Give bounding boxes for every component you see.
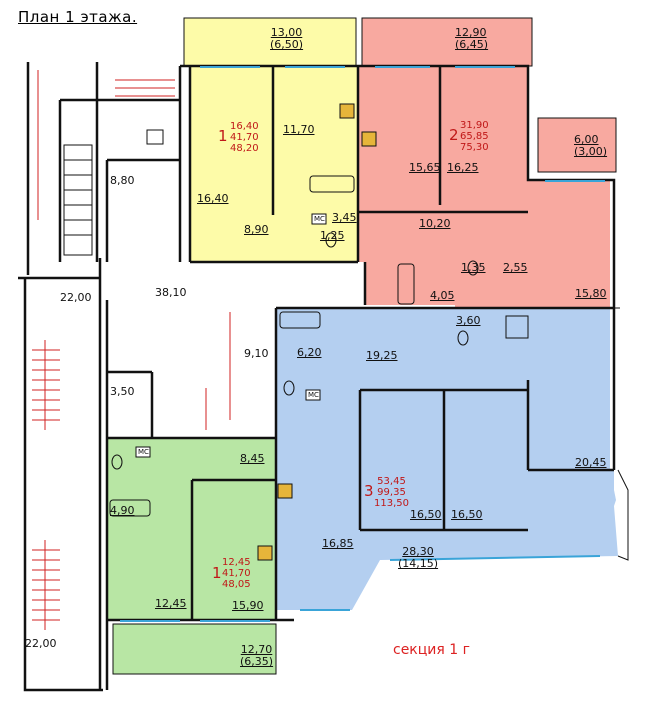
apartment-blue-zone [276, 308, 618, 610]
ventilation-icon [146, 129, 164, 145]
balcony-red-right-zone [537, 117, 617, 173]
area-balcony-red-right: 6,00(3,00) [574, 133, 608, 158]
area-red-room3: 15,80 [575, 287, 607, 300]
area-stair-top: 22,00 [60, 291, 92, 304]
area-red-hall: 10,20 [419, 217, 451, 230]
stair-flights [63, 144, 93, 256]
area-blue-hall: 19,25 [366, 349, 398, 362]
toilet-icon [111, 454, 123, 470]
area-corridor: 38,10 [155, 286, 187, 299]
bathtub-icon [279, 311, 321, 329]
mc-box [135, 446, 151, 458]
area-yellow-room1: 16,40 [197, 192, 229, 205]
area-blue-wc: 3,60 [456, 314, 481, 327]
sink-icon [505, 315, 529, 339]
bathtub-icon [109, 499, 151, 517]
balcony-yellow-zone [183, 17, 357, 67]
stove-icon [361, 131, 377, 147]
area-yellow-kitchen: 8,90 [244, 223, 269, 236]
area-blue-bath: 6,20 [297, 346, 322, 359]
area-room-880: 8,80 [110, 174, 135, 187]
bathtub-icon [309, 175, 355, 193]
stove-icon [257, 545, 273, 561]
page-title: План 1 этажа. [18, 8, 138, 26]
frame [614, 307, 629, 561]
bathtub-icon [397, 263, 415, 305]
area-green-room2: 15,90 [232, 599, 264, 612]
section-label: секция 1 г [393, 642, 470, 658]
area-blue-room2: 16,50 [451, 508, 483, 521]
toilet-icon [467, 260, 479, 276]
area-blue-room1: 16,50 [410, 508, 442, 521]
balcony-green-zone [112, 623, 277, 675]
area-balcony-yellow: 13,00(6,50) [270, 26, 304, 51]
area-yellow-wc: 1,25 [320, 229, 345, 242]
stove-icon [277, 483, 293, 499]
area-red-room2: 16,25 [447, 161, 479, 174]
apartment-red-number: 2 [449, 126, 459, 144]
apartment-blue-number: 3 [364, 482, 374, 500]
area-room-910: 9,10 [244, 347, 269, 360]
area-balcony-red-top: 12,90(6,45) [455, 26, 489, 51]
windows [120, 66, 605, 622]
area-yellow-bath: 3,45 [332, 211, 357, 224]
area-room-350: 3,50 [110, 385, 135, 398]
area-green-bath: 4,90 [110, 504, 135, 517]
toilet-icon [457, 330, 469, 346]
area-red-room1: 15,65 [409, 161, 441, 174]
mc-label: МС [314, 215, 325, 223]
area-blue-room-right: 20,45 [575, 456, 607, 469]
balcony-red-top-zone [361, 17, 533, 67]
apartment-green-number: 1 [212, 564, 222, 582]
walls [18, 62, 616, 692]
area-blue-kitchen: 16,85 [322, 537, 354, 550]
mc-label: МС [138, 448, 149, 456]
area-green-balcony: 12,70(6,35) [240, 643, 274, 668]
apartment-yellow-number: 1 [218, 127, 228, 145]
area-red-wc2: 2,55 [503, 261, 528, 274]
mc-box [311, 213, 327, 225]
area-blue-balcony: 28,30(14,15) [398, 545, 439, 570]
area-red-wc1: 1,35 [461, 261, 486, 274]
apartment-zones [107, 17, 618, 675]
toilet-icon [283, 380, 295, 396]
fixtures [109, 103, 529, 561]
area-red-bath: 4,05 [430, 289, 455, 302]
stairs [32, 70, 231, 630]
apartment-red-zone [358, 66, 610, 308]
area-yellow-room2: 11,70 [283, 123, 315, 136]
stove-icon [339, 103, 355, 119]
area-stair-bottom: 22,00 [25, 637, 57, 650]
mc-box [305, 389, 321, 401]
area-green-hall: 8,45 [240, 452, 265, 465]
area-green-room1: 12,45 [155, 597, 187, 610]
toilet-icon [325, 232, 337, 248]
mc-label: МС [308, 391, 319, 399]
